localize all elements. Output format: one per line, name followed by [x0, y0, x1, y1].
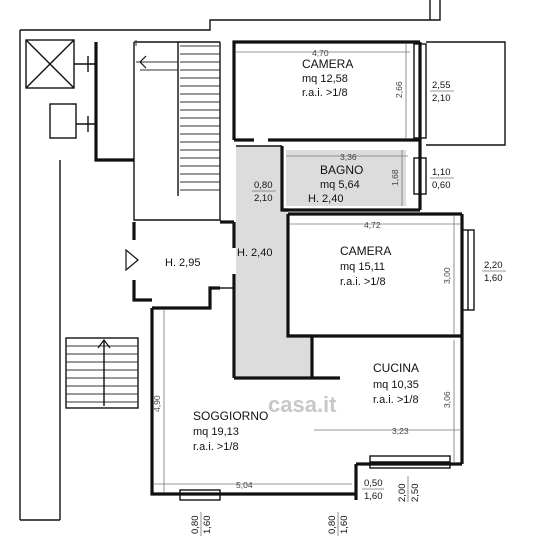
- entrance-arrow-icon: [125, 248, 139, 272]
- corridor-height: H. 2,40: [237, 247, 272, 259]
- soggiorno-name: SOGGIORNO: [193, 409, 268, 423]
- dim-window1-w: 2,55: [432, 80, 451, 91]
- dim-door-h: 2,10: [254, 193, 273, 204]
- camera2-rai: r.a.i. >1/8: [340, 276, 386, 288]
- dim-window4-w: 0,50: [364, 478, 383, 489]
- camera2-name: CAMERA: [340, 244, 391, 258]
- dim-window2-h: 0,60: [432, 180, 451, 191]
- dim-window4-h: 1,60: [364, 491, 383, 502]
- bagno-fill: [286, 150, 406, 206]
- stairwell: [94, 40, 221, 221]
- cucina-area: mq 10,35: [373, 379, 419, 391]
- soggiorno-area: mq 19,13: [193, 426, 239, 438]
- dim-window3-w: 2,20: [484, 260, 503, 271]
- dimension-lines: [154, 44, 460, 492]
- corridor-fill: [236, 146, 312, 378]
- dim-camera1-width: 4,70: [312, 48, 329, 58]
- stair-arrow-icon: [139, 55, 147, 69]
- dim-camera1-depth: 2,66: [394, 81, 404, 98]
- dim-door-w: 0,80: [254, 180, 273, 191]
- dim-camera2-width: 4,72: [364, 220, 381, 230]
- dim-window2-w: 1,10: [432, 167, 451, 178]
- dim-window6-h: 1,60: [202, 516, 213, 535]
- walls: [132, 40, 506, 501]
- watermark: casa.it: [268, 392, 337, 417]
- soggiorno-rai: r.a.i. >1/8: [193, 441, 239, 453]
- cucina-rai: r.a.i. >1/8: [373, 394, 419, 406]
- camera1-name: CAMERA: [302, 57, 353, 71]
- dim-soggiorno-width: 5,04: [236, 480, 253, 490]
- dim-window5-w: 2,00: [397, 484, 408, 503]
- stair-arrow-up-icon: [97, 339, 111, 349]
- dim-window7-w: 0,80: [327, 516, 338, 535]
- dim-window6-w: 0,80: [190, 516, 201, 535]
- camera1-area: mq 12,58: [302, 73, 348, 85]
- bagno-height: H. 2,40: [308, 193, 343, 205]
- dim-bagno-depth: 1,68: [390, 169, 400, 186]
- dim-window3-h: 1,60: [484, 273, 503, 284]
- bagno-area: mq 5,64: [320, 179, 360, 191]
- dim-window7-h: 1,60: [339, 516, 350, 535]
- camera1-rai: r.a.i. >1/8: [302, 87, 348, 99]
- dim-cucina-width: 3,23: [392, 426, 409, 436]
- entrance-height: H. 2,95: [165, 257, 200, 269]
- lower-stair: [65, 337, 139, 409]
- building-outline: [19, 0, 441, 521]
- bagno-name: BAGNO: [320, 163, 363, 177]
- dim-bagno-width: 3,36: [340, 152, 357, 162]
- dim-window1-h: 2,10: [432, 93, 451, 104]
- dim-camera2-depth: 3,00: [442, 267, 452, 284]
- camera2-area: mq 15,11: [340, 261, 385, 273]
- cucina-name: CUCINA: [373, 361, 419, 375]
- dim-cucina-depth: 3,06: [442, 391, 452, 408]
- dim-window5-h: 2,50: [410, 484, 421, 503]
- elevator-shaft: [25, 39, 96, 139]
- dim-soggiorno-depth: 4,90: [152, 395, 162, 412]
